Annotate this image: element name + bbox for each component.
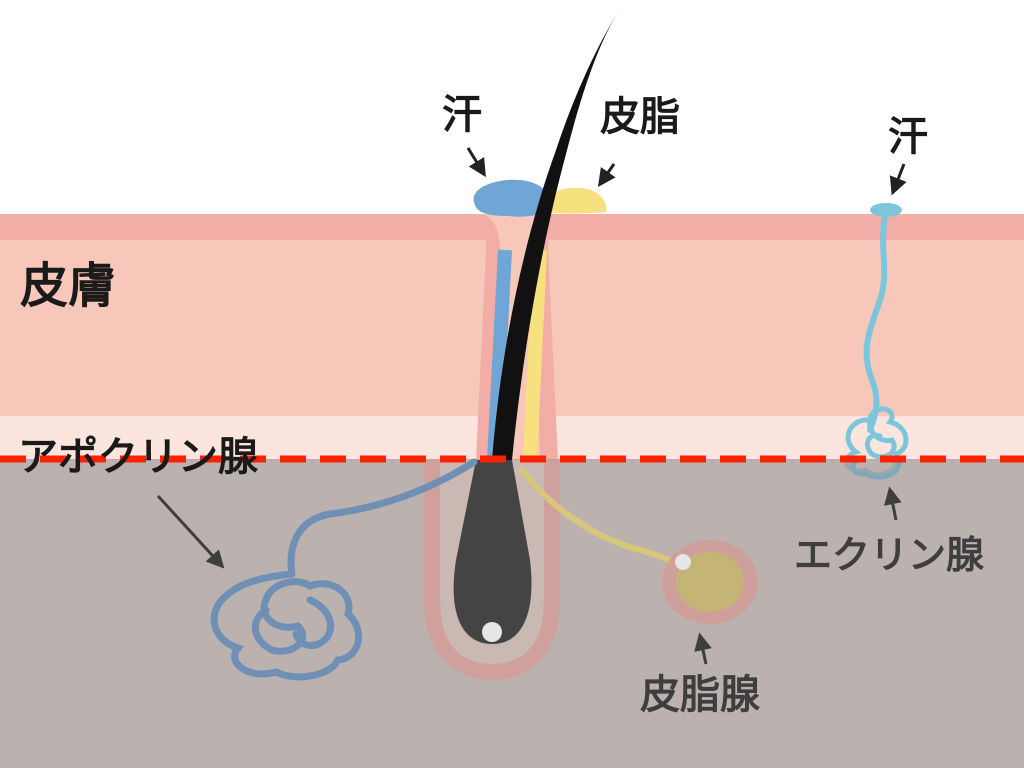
eccrine-gland-coil-bottom (850, 455, 902, 480)
skin-label: 皮膚 (20, 258, 116, 314)
hair-bulb (453, 460, 532, 644)
sebaceous-gland (676, 552, 744, 612)
sebum-label: 皮脂 (600, 94, 680, 140)
sebaceous-gland-nucleus (675, 554, 691, 570)
hair-shaft (492, 12, 618, 460)
apocrine-gland-coil (210, 570, 362, 681)
apocrine-gland-label: アポクリン腺 (18, 434, 259, 480)
apocrine-duct (287, 458, 478, 578)
apocrine-arrow (156, 494, 225, 569)
sweat-drop-apocrine (473, 179, 549, 217)
dermal-papilla (482, 622, 502, 642)
eccrine-gland-label: エクリン腺 (794, 533, 985, 577)
sweat-label-right: 汗 (888, 114, 928, 160)
eccrine-duct (863, 207, 889, 433)
sebum-channel (523, 249, 547, 461)
sweat-arrow-right (889, 163, 907, 196)
sebaceous-duct (519, 467, 683, 569)
sebum-arrow (597, 163, 616, 187)
sebaceous-arrow (694, 632, 712, 665)
sweat-label-left: 汗 (442, 92, 482, 138)
sebaceous-gland-label: 皮脂腺 (640, 672, 761, 718)
eccrine-arrow (883, 486, 902, 521)
eccrine-pore (870, 203, 902, 217)
sweat-arrow-left (466, 147, 486, 178)
